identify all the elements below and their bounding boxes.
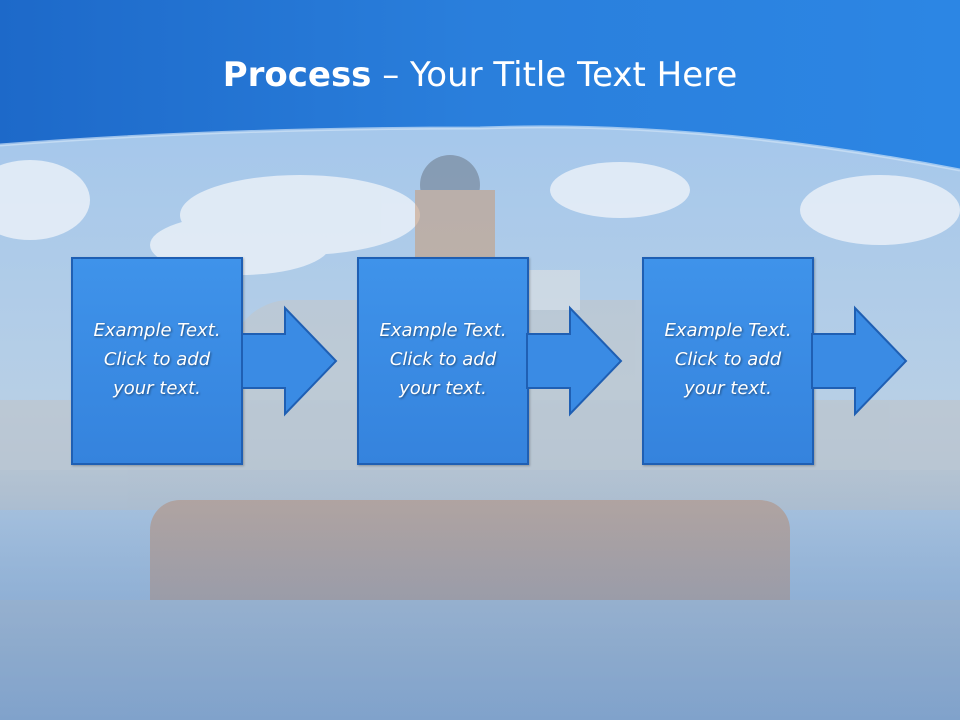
process-box-3[interactable] — [642, 257, 814, 465]
step-line-3: your text. — [399, 378, 487, 399]
step-line-1: Example Text. — [664, 320, 792, 341]
process-box-1[interactable] — [71, 257, 243, 465]
step-line-1: Example Text. — [93, 320, 221, 341]
step-line-2: Click to add — [103, 349, 211, 370]
slide-title[interactable]: Process – Your Title Text Here — [0, 52, 960, 98]
process-text-2[interactable]: Example Text. Click to add your text. — [357, 316, 529, 403]
title-rest: – Your Title Text Here — [371, 55, 738, 95]
process-box-2[interactable] — [357, 257, 529, 465]
title-bold: Process — [222, 55, 372, 95]
step-line-3: your text. — [684, 378, 772, 399]
arrow-right-icon — [811, 305, 908, 417]
step-line-2: Click to add — [389, 349, 497, 370]
clouds — [0, 160, 960, 275]
step-line-2: Click to add — [674, 349, 782, 370]
process-text-3[interactable]: Example Text. Click to add your text. — [642, 316, 814, 403]
arrow-right-icon — [241, 305, 338, 417]
step-line-3: your text. — [113, 378, 201, 399]
arrow-right-icon — [526, 305, 623, 417]
step-line-1: Example Text. — [379, 320, 507, 341]
process-text-1[interactable]: Example Text. Click to add your text. — [71, 316, 243, 403]
